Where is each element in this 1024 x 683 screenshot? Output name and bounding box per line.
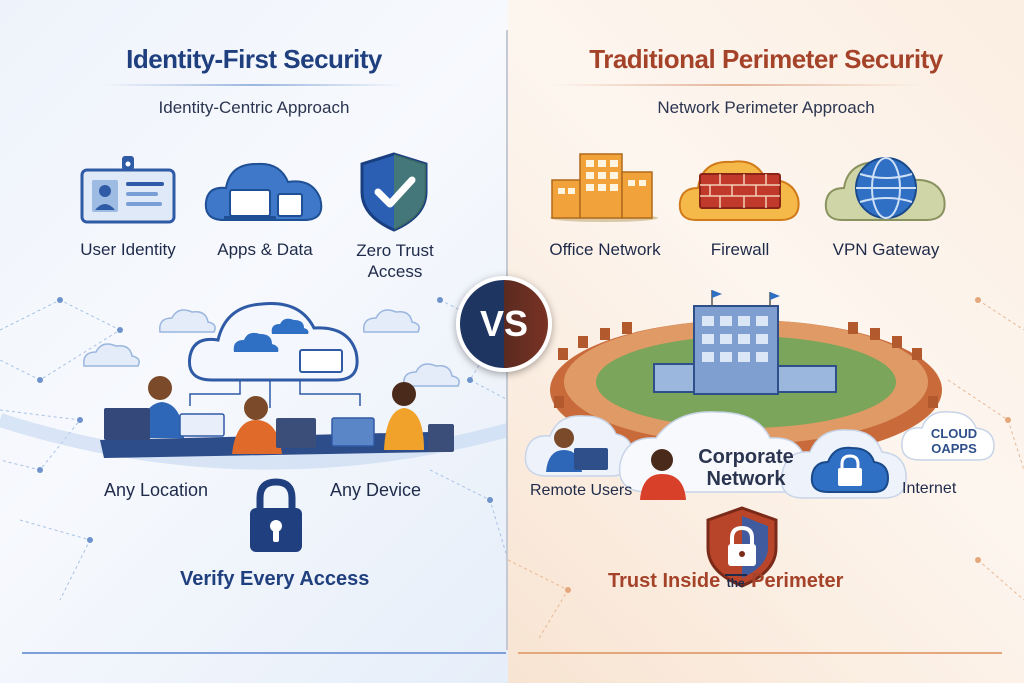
cloud-devices-icon: [200, 150, 330, 230]
vs-badge: VS: [456, 276, 552, 372]
bottom-rule-right: [518, 652, 1002, 654]
office-network-label: Office Network: [549, 240, 661, 259]
cloud-icon: [901, 411, 995, 461]
corporate-network-text: Corporate Network: [698, 446, 794, 490]
caption-part2: the: [724, 574, 747, 590]
person-icon: [640, 449, 686, 500]
firewall-icon: [676, 152, 802, 224]
any-device-label: Any Device: [330, 480, 422, 500]
any-location-label: Any Location: [104, 480, 209, 500]
title-underline-right: [550, 84, 922, 86]
zero-trust-label: Zero Trust Access: [330, 240, 460, 282]
internet-label: Internet: [902, 480, 957, 497]
bottom-rule-left: [22, 652, 506, 654]
apps-data-label: Apps & Data: [217, 240, 313, 259]
small-cloud-icon: [403, 363, 460, 387]
id-card-icon: [78, 154, 178, 226]
vpn-gateway-label: VPN Gateway: [832, 240, 940, 259]
small-cloud-icon: [159, 309, 216, 333]
trust-inside-caption: Trust Inside the Perimeter: [608, 570, 843, 593]
small-cloud-icon: [363, 309, 420, 333]
person-icon: [331, 382, 454, 452]
zero-trust-text: Zero Trust Access: [356, 241, 434, 281]
identity-illustration: [83, 302, 460, 458]
caption-part3: Perimeter: [751, 570, 844, 592]
mini-cloud-icon: [271, 318, 309, 334]
cloud-apps-line1: CLOUD: [930, 426, 978, 441]
identity-first-title: Identity-First Security: [126, 44, 382, 74]
user-identity-label: User Identity: [80, 240, 176, 259]
identity-subtitle: Identity-Centric Approach: [158, 98, 350, 117]
perimeter-title: Traditional Perimeter Security: [589, 44, 943, 74]
mini-cloud-icon: [233, 332, 279, 352]
firewall-label: Firewall: [710, 240, 770, 259]
title-underline-left: [104, 84, 404, 86]
remote-users-label: Remote Users: [530, 482, 633, 499]
corporate-network-label: Corporate Network: [676, 446, 816, 490]
shield-check-icon: [356, 152, 432, 232]
remote-user-icon: [546, 428, 608, 472]
vs-text: VS: [479, 303, 529, 344]
person-icon: [104, 376, 225, 440]
caption-part1: Trust Inside: [608, 570, 721, 592]
fortress-illustration: [524, 290, 995, 500]
cloud-apps-line2: OAPPS: [931, 441, 977, 456]
shield-lock-icon: [704, 506, 780, 588]
globe-icon: [822, 150, 948, 226]
perimeter-subtitle: Network Perimeter Approach: [657, 98, 875, 117]
padlock-icon: [246, 478, 306, 554]
network-lines-decoration-right: [508, 297, 1024, 641]
cloud-apps-badge: CLOUD OAPPS: [918, 426, 990, 456]
small-cloud-icon: [83, 343, 140, 367]
person-icon: [232, 396, 316, 454]
office-building-icon: [548, 150, 660, 222]
verify-every-access-caption: Verify Every Access: [180, 568, 370, 590]
